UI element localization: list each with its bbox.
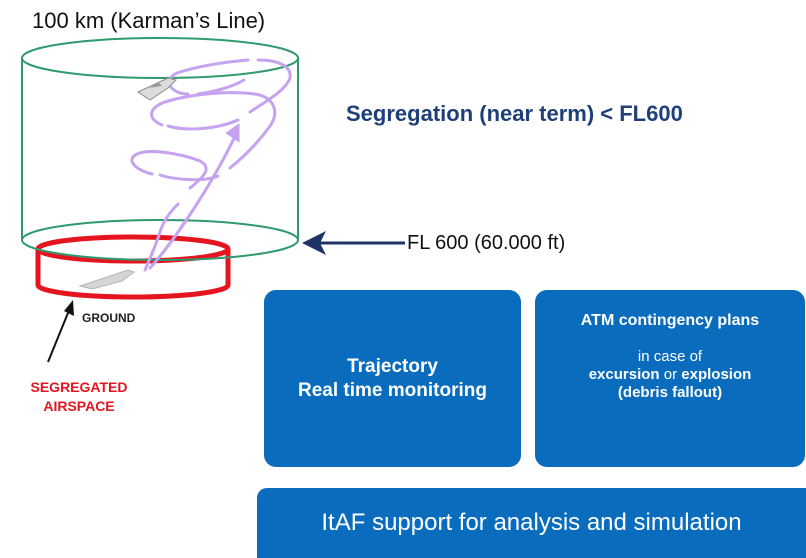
trajectory-monitoring-box: Trajectory Real time monitoring — [264, 290, 521, 467]
karman-cylinder — [21, 37, 299, 261]
ground-label: GROUND — [82, 311, 136, 325]
segregated-line2: AIRSPACE — [43, 398, 115, 414]
trajectory-line1: Trajectory — [347, 355, 438, 377]
segregated-line1: SEGREGATED — [30, 379, 128, 395]
fl600-label: FL 600 (60.000 ft) — [407, 232, 566, 254]
explosion-text: explosion — [681, 366, 752, 383]
itaf-support-text: ItAF support for analysis and simulation — [321, 509, 742, 536]
launch-aircraft-icon — [78, 269, 136, 290]
itaf-support-box: ItAF support for analysis and simulation — [257, 488, 806, 558]
segregated-pointer-arrow — [47, 300, 74, 363]
segregation-title: Segregation (near term) < FL600 — [346, 101, 683, 126]
contingency-plans-box: ATM contingency plans in case of excursi… — [535, 290, 805, 467]
excursion-text: excursion — [588, 366, 660, 383]
contingency-title: ATM contingency plans — [580, 312, 760, 329]
fl600-arrow — [302, 231, 405, 255]
excursion-explosion-line: excursion or explosion — [535, 366, 805, 384]
or-text: or — [663, 366, 678, 383]
space-shuttle-icon — [136, 77, 177, 101]
in-case-of-text: in case of — [637, 348, 703, 365]
spiral-trajectory — [130, 58, 292, 272]
trajectory-line2: Real time monitoring — [298, 379, 487, 401]
karman-line-label: 100 km (Karman’s Line) — [32, 8, 266, 33]
debris-text: (debris fallout) — [617, 384, 723, 401]
segregated-airspace-label: SEGREGATED AIRSPACE — [20, 378, 138, 416]
segregated-airspace-cylinder — [35, 234, 231, 300]
